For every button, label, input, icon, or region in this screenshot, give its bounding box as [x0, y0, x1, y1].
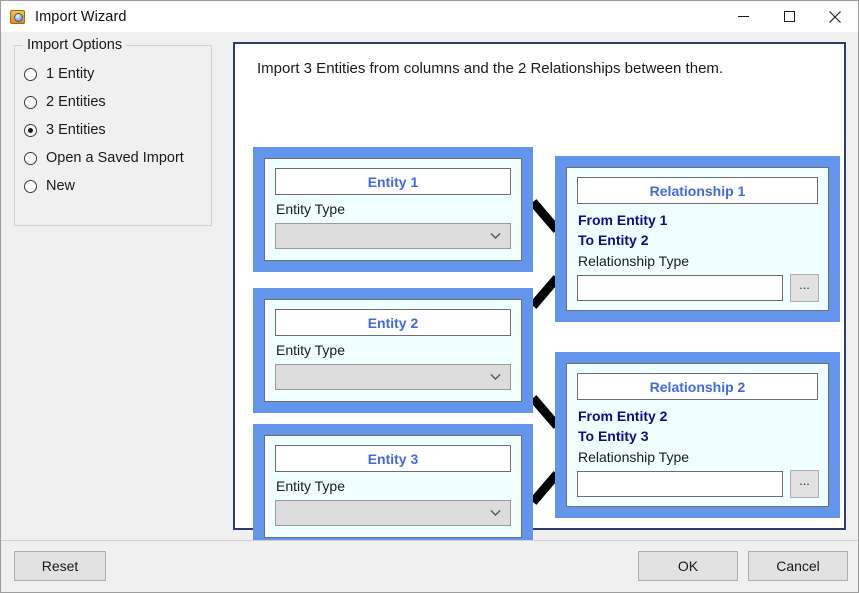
entity-card-3-inner: Entity 3 Entity Type: [264, 435, 522, 538]
radio-label: 1 Entity: [46, 66, 94, 82]
relationship-2-to: To Entity 3: [578, 428, 649, 444]
reset-button[interactable]: Reset: [14, 551, 106, 581]
relationship-1-browse-button[interactable]: ...: [790, 274, 819, 302]
relationship-2-title-field[interactable]: Relationship 2: [577, 373, 818, 400]
diagram-panel: Import 3 Entities from columns and the 2…: [233, 42, 846, 530]
cancel-button[interactable]: Cancel: [748, 551, 848, 581]
relationship-1-to: To Entity 2: [578, 232, 649, 248]
radio-selected-icon: [24, 124, 37, 137]
radio-icon: [24, 96, 37, 109]
entity-1-type-dropdown[interactable]: [275, 223, 511, 249]
window-body: Import Options 1 Entity 2 Entities 3 Ent…: [1, 32, 858, 540]
entity-card-2-inner: Entity 2 Entity Type: [264, 299, 522, 402]
title-bar: Import Wizard: [1, 1, 858, 32]
database-import-icon: [10, 9, 26, 25]
entity-card-1-inner: Entity 1 Entity Type: [264, 158, 522, 261]
maximize-icon[interactable]: [766, 1, 812, 32]
relationship-card-2-inner: Relationship 2 From Entity 2 To Entity 3…: [566, 363, 829, 507]
entity-2-title-field[interactable]: Entity 2: [275, 309, 511, 336]
entity-2-type-dropdown[interactable]: [275, 364, 511, 390]
chevron-down-icon: [490, 233, 501, 240]
relationship-1-type-input[interactable]: [577, 275, 783, 301]
relationship-2-browse-button[interactable]: ...: [790, 470, 819, 498]
ok-button[interactable]: OK: [638, 551, 738, 581]
footer-bar: Reset OK Cancel: [1, 540, 858, 592]
diagram-heading: Import 3 Entities from columns and the 2…: [257, 60, 723, 77]
relationship-card-2: Relationship 2 From Entity 2 To Entity 3…: [555, 352, 840, 518]
radio-icon: [24, 152, 37, 165]
entity-2-type-label: Entity Type: [276, 342, 345, 358]
radio-option-open-saved-import[interactable]: Open a Saved Import: [15, 144, 211, 172]
radio-option-3-entities[interactable]: 3 Entities: [15, 116, 211, 144]
entity-2-title: Entity 2: [368, 315, 419, 331]
relationship-1-from: From Entity 1: [578, 212, 667, 228]
radio-option-2-entities[interactable]: 2 Entities: [15, 88, 211, 116]
entity-3-title: Entity 3: [368, 451, 419, 467]
entity-card-3: Entity 3 Entity Type: [253, 424, 533, 549]
entity-card-1: Entity 1 Entity Type: [253, 147, 533, 272]
relationship-card-1-inner: Relationship 1 From Entity 1 To Entity 2…: [566, 167, 829, 311]
radio-option-new[interactable]: New: [15, 172, 211, 200]
radio-icon: [24, 68, 37, 81]
relationship-2-title: Relationship 2: [650, 379, 746, 395]
relationship-2-type-label: Relationship Type: [578, 449, 689, 465]
chevron-down-icon: [490, 374, 501, 381]
window-title: Import Wizard: [35, 9, 127, 25]
import-options-group: Import Options 1 Entity 2 Entities 3 Ent…: [14, 45, 212, 226]
relationship-1-title-field[interactable]: Relationship 1: [577, 177, 818, 204]
entity-3-type-label: Entity Type: [276, 478, 345, 494]
entity-3-type-dropdown[interactable]: [275, 500, 511, 526]
radio-label: New: [46, 178, 75, 194]
relationship-1-title: Relationship 1: [650, 183, 746, 199]
entity-1-title: Entity 1: [368, 174, 419, 190]
radio-icon: [24, 180, 37, 193]
import-options-radio-list: 1 Entity 2 Entities 3 Entities Open a Sa…: [15, 60, 211, 200]
radio-label: 2 Entities: [46, 94, 106, 110]
radio-label: Open a Saved Import: [46, 150, 184, 166]
entity-card-2: Entity 2 Entity Type: [253, 288, 533, 413]
radio-label: 3 Entities: [46, 122, 106, 138]
import-options-legend: Import Options: [23, 37, 126, 53]
radio-option-1-entity[interactable]: 1 Entity: [15, 60, 211, 88]
relationship-1-type-label: Relationship Type: [578, 253, 689, 269]
chevron-down-icon: [490, 510, 501, 517]
minimize-icon[interactable]: [720, 1, 766, 32]
entity-1-type-label: Entity Type: [276, 201, 345, 217]
relationship-2-from: From Entity 2: [578, 408, 667, 424]
relationship-card-1: Relationship 1 From Entity 1 To Entity 2…: [555, 156, 840, 322]
close-icon[interactable]: [812, 1, 858, 32]
relationship-2-type-input[interactable]: [577, 471, 783, 497]
entity-3-title-field[interactable]: Entity 3: [275, 445, 511, 472]
window-controls: [720, 1, 858, 32]
entity-1-title-field[interactable]: Entity 1: [275, 168, 511, 195]
